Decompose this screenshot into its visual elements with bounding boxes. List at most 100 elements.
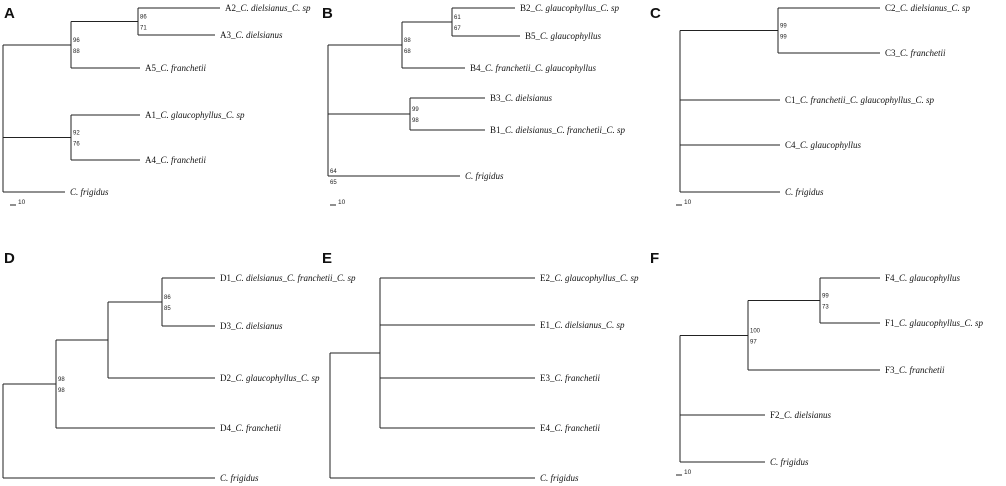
panel-letter: F — [650, 250, 659, 267]
leaf-label-part: C. sp — [292, 3, 311, 13]
leaf-label: A1_C. glaucophyllus_C. sp — [145, 110, 245, 120]
leaf-label-part: D2_ — [220, 373, 236, 383]
leaf-label-part: C. sp — [965, 318, 984, 328]
leaf-label-part: C. sp — [607, 125, 626, 135]
leaf-label: A2_C. dielsianus_C. sp — [225, 3, 311, 13]
support-value-top: 86 — [164, 295, 171, 301]
leaf-label-part: E3_ — [540, 373, 555, 383]
panel-letter: E — [322, 250, 332, 267]
leaf-label-part: _ — [910, 95, 916, 105]
leaf-label-part: B2_ — [520, 3, 536, 13]
leaf-label: C. frigidus — [220, 473, 259, 483]
leaf-label-part: E2_ — [540, 273, 555, 283]
support-value-bottom: 65 — [330, 180, 337, 186]
leaf-label-part: C. franchetii — [161, 155, 207, 165]
leaf-label-part: C2_ — [885, 3, 901, 13]
leaf-label-part: C. franchetii — [236, 423, 282, 433]
leaf-label-part: A2_ — [225, 3, 241, 13]
leaf-label-part: C. franchetii — [287, 273, 333, 283]
leaf-label-part: D1_ — [220, 273, 236, 283]
leaf-label-part: C. glaucophyllus — [535, 63, 596, 73]
leaf-label-part: _ — [601, 320, 607, 330]
leaf-label-part: C. glaucophyllus — [161, 110, 222, 120]
leaf-label-part: C. frigidus — [70, 187, 109, 197]
leaf-label: D2_C. glaucophyllus_C. sp — [220, 373, 320, 383]
leaf-label-part: C. glaucophyllus — [236, 373, 297, 383]
support-value-bottom: 99 — [780, 35, 787, 41]
leaf-label-part: C. dielsianus — [784, 410, 832, 420]
support-value-top: 61 — [454, 15, 461, 21]
leaf-label-part: C3_ — [885, 48, 901, 58]
leaf-label: F2_C. dielsianus — [770, 410, 832, 420]
leaf-label: F4_C. glaucophyllus — [885, 273, 961, 283]
support-value-top: 98 — [58, 377, 65, 383]
scale-label: 10 — [684, 469, 692, 476]
leaf-label: C. frigidus — [465, 171, 504, 181]
leaf-label-part: F4_ — [885, 273, 900, 283]
leaf-label-part: A4_ — [145, 155, 161, 165]
leaf-label-part: C. dielsianus — [241, 3, 289, 13]
leaf-label-part: C. dielsianus — [505, 93, 553, 103]
tree-panel-d: DD1_C. dielsianus_C. franchetii_C. spD3_… — [2, 250, 356, 483]
leaf-label-part: _ — [595, 3, 601, 13]
leaf-label-part: _ — [615, 273, 621, 283]
leaf-label-part: C. sp — [337, 273, 356, 283]
leaf-label-part: C. frigidus — [220, 473, 259, 483]
leaf-label-part: C4_ — [785, 140, 801, 150]
leaf-label-part: _ — [601, 125, 607, 135]
leaf-label: F3_C. franchetii — [885, 365, 945, 375]
leaf-label-part: E1_ — [540, 320, 555, 330]
leaf-label-part: C. frigidus — [465, 171, 504, 181]
panel-letter: A — [4, 5, 15, 22]
support-value-top: 92 — [73, 131, 80, 137]
leaf-label-part: F2_ — [770, 410, 785, 420]
leaf-label: C. frigidus — [770, 457, 809, 467]
leaf-label-part: _ — [845, 95, 851, 105]
leaf-label-part: C. glaucophyllus — [535, 3, 596, 13]
support-value-top: 96 — [73, 38, 80, 44]
support-value-bottom: 67 — [454, 26, 461, 32]
leaf-label-part: C. franchetii — [485, 63, 531, 73]
leaf-label-part: C. dielsianus — [236, 30, 284, 40]
leaf-label: B5_C. glaucophyllus — [525, 31, 602, 41]
leaf-label: D3_C. dielsianus — [220, 321, 283, 331]
leaf-label-part: C. franchetii — [900, 48, 946, 58]
leaf-label-part: C1_ — [785, 95, 801, 105]
leaf-label-part: A3_ — [220, 30, 236, 40]
leaf-label-part: C. franchetii — [899, 365, 945, 375]
support-value-top: 86 — [140, 15, 147, 21]
support-value-top: 99 — [780, 24, 787, 30]
leaf-label: E1_C. dielsianus_C. sp — [540, 320, 625, 330]
leaf-label: E3_C. franchetii — [540, 373, 600, 383]
leaf-label-part: F1_ — [885, 318, 900, 328]
leaf-label-part: C. sp — [620, 273, 639, 283]
leaf-label-part: C. sp — [301, 373, 320, 383]
panel-letter: B — [322, 5, 333, 22]
leaf-label-part: C. frigidus — [785, 187, 824, 197]
leaf-label-part: C. glaucophyllus — [555, 273, 616, 283]
leaf-label: D4_C. franchetii — [220, 423, 281, 433]
support-value-bottom: 97 — [750, 339, 757, 345]
leaf-label-part: _ — [287, 3, 293, 13]
support-value-top: 64 — [330, 169, 337, 175]
leaf-label-part: C. franchetii — [555, 423, 601, 433]
leaf-label: A3_C. dielsianus — [220, 30, 283, 40]
support-value-top: 99 — [412, 107, 419, 113]
leaf-label-part: C. sp — [601, 3, 620, 13]
leaf-label: C2_C. dielsianus_C. sp — [885, 3, 971, 13]
leaf-label-part: C. glaucophyllus — [540, 31, 601, 41]
leaf-label-part: D4_ — [220, 423, 236, 433]
leaf-label-part: C. dielsianus — [236, 321, 284, 331]
leaf-label: C4_C. glaucophyllus — [785, 140, 862, 150]
leaf-label-part: B4_ — [470, 63, 486, 73]
leaf-label-part: C. frigidus — [770, 457, 809, 467]
leaf-label: C. frigidus — [785, 187, 824, 197]
leaf-label: B3_C. dielsianus — [490, 93, 553, 103]
leaf-label: C3_C. franchetii — [885, 48, 946, 58]
leaf-label: C. frigidus — [70, 187, 109, 197]
scale-label: 10 — [18, 199, 26, 206]
